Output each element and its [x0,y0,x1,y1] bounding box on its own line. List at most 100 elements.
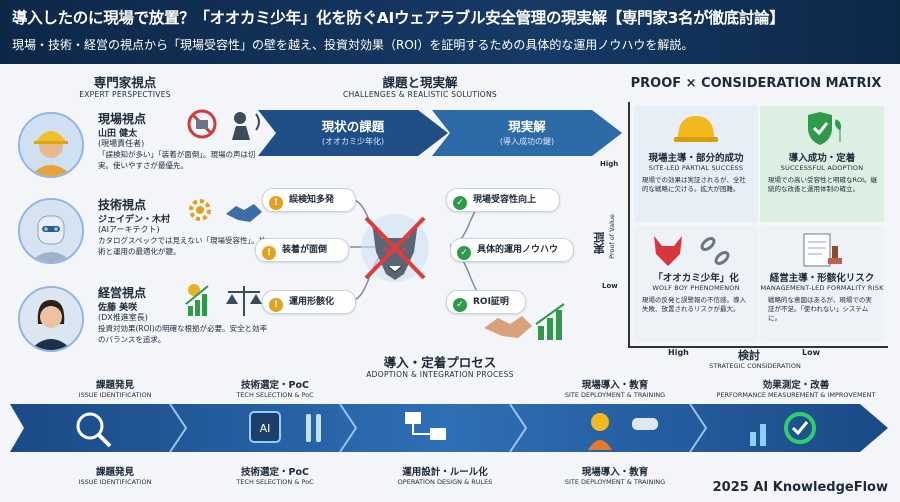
issue-label: 運用形骸化 [289,297,335,307]
matrix-y-sub: Proof of Value [608,214,616,259]
challenges-title: 課題と現実解 [382,75,458,90]
matrix-x-high: High [668,348,689,357]
stage-sub: TECH SELECTION & PoC [236,391,314,399]
solution-text: ROI証明 [473,297,509,307]
quadrant-title: 現場主導・部分的成功 [648,153,744,164]
process-flow-arrow: AI [10,403,888,453]
quadrant-desc: 現場での効果は実証されるが、全社的な戦略に欠ける。拡大が困難。 [642,176,746,193]
solution-pill: ✓ ROI証明 [446,290,526,314]
page-title: 導入したのに現場で放置？「オオカミ少年」化を防ぐAIウェアラブル安全管理の現実解… [12,9,785,27]
experts-subtitle: EXPERT PERSPECTIVES [79,90,171,99]
problem-label: 現状の課題 [321,119,385,134]
avatar-robot [18,198,84,264]
proof-consideration-matrix: 現場主導・部分的成功 SITE-LED PARTIAL SUCCESS 現場での… [628,102,888,348]
issue-pill: ! 誤検知多発 [262,188,356,212]
expert-name: 山田 健太 [98,129,138,139]
quadrant-desc: 戦略的な意図はあるが、現場での実証が不足。「使われない」システムに。 [768,296,872,322]
matrix-y-high: High [600,160,619,168]
stage-name: 技術選定・PoC [241,380,309,391]
issue-label: 誤検知多発 [289,195,335,205]
handshake-growth-icon [484,303,565,340]
expert-quote: 投資対効果(ROI)の明確な根拠が必要。安全と効率のバランスを追求。 [98,324,268,344]
issue-pill: ! 装着が面倒 [255,238,349,262]
avatar-worker [18,112,84,178]
check-icon: ✓ [457,246,471,260]
expert-role: 現場視点 [98,112,147,126]
warning-icon: ! [262,246,276,260]
expert-name: 佐藤 美咲 [98,303,138,313]
header-banner: 導入したのに現場で放置？「オオカミ少年」化を防ぐAIウェアラブル安全管理の現実解… [0,0,900,64]
process-subtitle: ADOPTION & INTEGRATION PROCESS [366,370,514,379]
hard-hat-icon [674,116,718,142]
avatar-executive [18,286,84,352]
issue-pill: ! 運用形骸化 [262,290,356,314]
warning-icon: ! [269,196,283,210]
check-icon: ✓ [453,196,467,210]
quadrant-subtitle: WOLF BOY PHENOMENON [652,284,740,292]
expert-title: (現場責任者) [98,139,145,148]
expert-role: 経営視点 [98,286,147,300]
expert-card-site: 現場視点 山田 健太 (現場責任者) 「誤検知が多い」「装着が面倒」。現場の声は… [12,106,262,188]
experts-title: 専門家視点 [93,75,157,90]
quadrant-successful: 導入成功・定着 SUCCESSFUL ADOPTION 現場での高い受容性と明確… [760,106,884,222]
no-entry-icon [182,106,272,146]
solution-sublabel: (導入成功の鍵) [499,137,555,146]
stage-sub: ISSUE IDENTIFICATION [78,391,152,399]
warning-icon: ! [269,298,283,312]
stage-sub: PERFORMANCE MEASUREMENT & IMPROVEMENT [716,391,876,399]
solution-pill: ✓ 具体的運用ノウハウ [450,238,574,262]
matrix-title: PROOF × CONSIDERATION MATRIX [630,76,882,91]
expert-title: (DX推進室長) [98,313,148,322]
check-icon: ✓ [453,298,467,312]
wolf-broken-chain-icon [654,236,730,266]
stage-sub: SITE DEPLOYMENT & TRAINING [564,391,666,399]
solution-text: 現場受容性向上 [473,195,537,205]
stage-sub: ISSUE IDENTIFICATION [78,478,152,486]
matrix-x-low: Low [802,348,820,357]
quadrant-title: 経営主導・形骸化リスク [769,273,875,284]
quadrant-subtitle: MANAGEMENT-LED FORMALITY RISK [760,284,884,292]
stage-name: 課題発見 [95,380,134,391]
footer-credit: 2025 AI KnowledgeFlow [712,480,888,495]
quadrant-management-led: 経営主導・形骸化リスク MANAGEMENT-LED FORMALITY RIS… [760,226,884,342]
expert-name: ジェイデン・木村 [98,215,171,225]
quadrant-desc: 現場の反発と誤警報の不信感。導入失敗、放置されるリスクが最大。 [642,296,746,313]
stage-sub: SITE DEPLOYMENT & TRAINING [564,478,666,486]
solution-arrow: 現実解 (導入成功の鍵) [432,110,622,156]
problem-arrow: 現状の課題 (オオカミ少年化) [258,110,448,156]
stage-name: 課題発見 [95,467,134,478]
problem-sublabel: (オオカミ少年化) [321,137,385,146]
solution-label: 現実解 [508,119,546,134]
stage-name: 技術選定・PoC [241,467,309,478]
wolf-icon [361,214,429,282]
matrix-x-sub: STRATEGIC CONSIDERATION [709,362,801,370]
quadrant-site-led: 現場主導・部分的成功 SITE-LED PARTIAL SUCCESS 現場での… [634,106,758,222]
quadrant-subtitle: SUCCESSFUL ADOPTION [780,164,864,172]
shield-check-icon [808,112,841,145]
document-stamp-icon [803,233,842,267]
expert-card-tech: 技術視点 ジェイデン・木村 (AIアーキテクト) カタログスペックでは見えない「… [12,192,266,274]
solution-pill: ✓ 現場受容性向上 [446,188,560,212]
gear-handshake-icon [182,192,272,232]
quadrant-wolf-boy: 「オオカミ少年」化 WOLF BOY PHENOMENON 現場の反発と誤警報の… [634,226,758,342]
stage-name: 効果測定・改善 [762,380,830,391]
expert-card-mgmt: 経営視点 佐藤 美咲 (DX推進室長) 投資対効果(ROI)の明確な根拠が必要。… [12,280,267,362]
process-title: 導入・定着プロセス [383,355,497,370]
solution-text: 具体的運用ノウハウ [477,245,559,255]
stage-sub: TECH SELECTION & PoC [236,478,314,486]
quadrant-title: 「オオカミ少年」化 [653,273,739,284]
expert-quote: カタログスペックでは見えない「現場受容性」。技術と運用の最適化が鍵。 [98,236,267,256]
quadrant-subtitle: SITE-LED PARTIAL SUCCESS [648,164,744,172]
growth-scale-icon [182,280,272,320]
quadrant-title: 導入成功・定着 [788,153,856,164]
stage-name: 現場導入・教育 [581,467,649,478]
expert-title: (AIアーキテクト) [98,225,160,234]
issue-label: 装着が面倒 [282,245,328,255]
